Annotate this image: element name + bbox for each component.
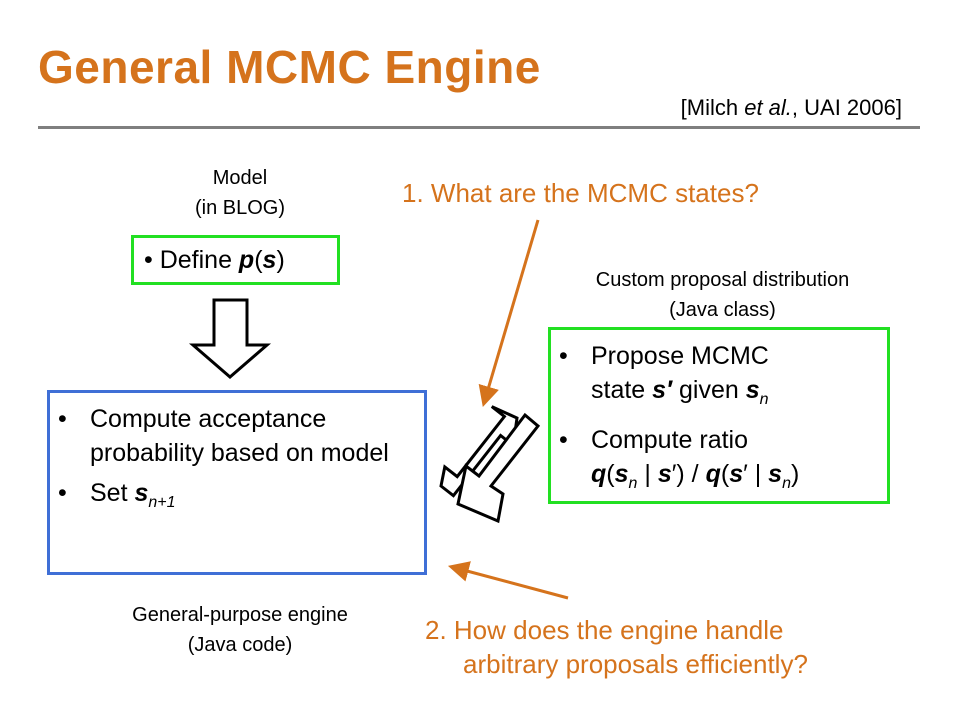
- double-arrow-icon: [439, 405, 519, 498]
- engine-caption: General-purpose engine (Java code): [132, 604, 348, 656]
- proposal-caption: Custom proposal distribution (Java class…: [595, 269, 850, 321]
- page-title: General MCMC Engine: [38, 41, 541, 93]
- engine-item-acceptance: •Compute acceptance probability based on…: [58, 405, 389, 467]
- model-box: • Define p(s): [131, 235, 340, 285]
- ratio-formula: q(sn | s′) / q(s′ | sn): [591, 460, 800, 492]
- double-arrow-lower-icon: [456, 412, 541, 524]
- question-1-arrow: [478, 219, 540, 408]
- model-caption: Model (in BLOG): [194, 167, 286, 219]
- down-arrow-icon: [188, 298, 272, 379]
- citation: [Milch et al., UAI 2006]: [680, 95, 902, 120]
- model-item: • Define p(s): [144, 246, 285, 274]
- engine-box: •Compute acceptance probability based on…: [47, 390, 427, 575]
- title-rule: [38, 126, 920, 129]
- question-1: 1. What are the MCMC states?: [402, 178, 759, 208]
- engine-item-set: •Set sn+1: [58, 479, 176, 511]
- question-2-arrow: [447, 561, 569, 600]
- question-2: 2. How does the engine handle arbitrary …: [425, 615, 808, 679]
